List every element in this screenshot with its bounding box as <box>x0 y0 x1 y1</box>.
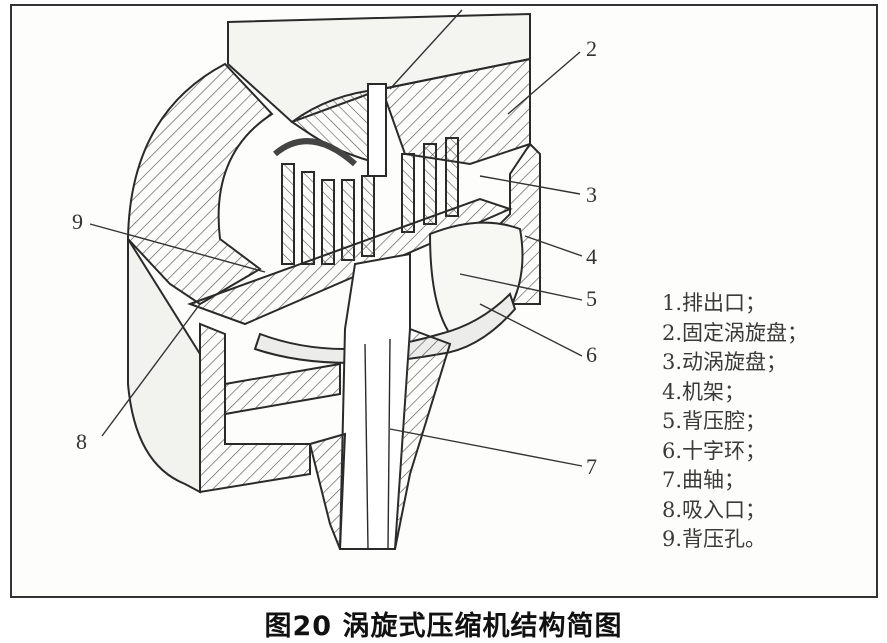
legend-item: 1.排出口； <box>662 291 767 315</box>
legend-item: 3.动涡旋盘； <box>662 350 788 374</box>
top-block-hatched <box>380 57 531 166</box>
leader-lines <box>89 9 583 467</box>
callout-7: 7 <box>586 454 597 479</box>
bearing-boss <box>308 432 347 550</box>
callout-4: 4 <box>586 244 597 269</box>
callout-labels: 2 3 4 5 6 7 8 9 <box>72 36 597 479</box>
callout-5: 5 <box>586 286 597 311</box>
legend-item: 8.吸入口； <box>662 497 767 522</box>
compressor-cutaway-diagram: 2 3 4 5 6 7 8 9 <box>72 9 597 550</box>
legend-item: 4.机架； <box>662 379 746 404</box>
housing-body <box>127 235 201 494</box>
orbiting-scroll-plate <box>187 197 513 326</box>
parts-legend: 1.排出口； 2.固定涡旋盘； 3.动涡旋盘； 4.机架； 5.背压腔； 6.十… <box>662 289 808 555</box>
discharge-port <box>367 83 387 177</box>
legend-item: 7.曲轴； <box>662 468 746 492</box>
callout-2: 2 <box>586 36 597 61</box>
suction-plate <box>224 362 341 416</box>
callout-6: 6 <box>586 342 597 367</box>
callout-9: 9 <box>72 209 83 234</box>
figure-caption: 图20 涡旋式压缩机结构简图 <box>264 611 623 642</box>
legend-item: 2.固定涡旋盘； <box>662 320 809 345</box>
legend-item: 5.背压腔； <box>662 409 767 433</box>
legend-item: 9.背压孔。 <box>662 527 767 551</box>
callout-8: 8 <box>76 429 87 454</box>
callout-3: 3 <box>586 182 597 207</box>
legend-item: 6.十字环； <box>662 438 767 463</box>
